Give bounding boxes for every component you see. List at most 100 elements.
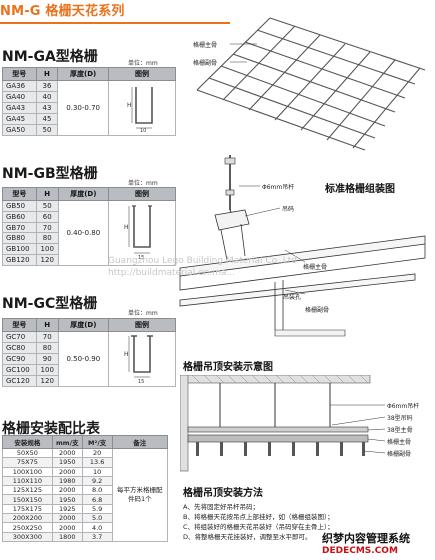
- gb-model: GB50: [2, 200, 37, 212]
- gc-profile-drawing: H 15: [124, 335, 153, 385]
- install-area: 5.9: [81, 503, 113, 515]
- install-area: 20: [81, 447, 113, 459]
- method-step: D、将整格栅天花挂装好，调整至水平即可。: [183, 533, 312, 541]
- install-note: 每平方米格栅配件码1个: [111, 448, 169, 542]
- col-h: H: [35, 187, 59, 201]
- col-figure: 图例: [107, 318, 177, 332]
- gb-profile-drawing: H 15: [124, 205, 152, 261]
- section-label-channel: 38型主骨: [387, 427, 413, 434]
- section-caption: 格栅吊顶安装示意图: [183, 362, 273, 373]
- page-header: NM-G 格栅天花系列: [0, 0, 230, 24]
- col-figure: 图例: [107, 67, 177, 81]
- stamp-line1: 织梦内容管理系统: [322, 532, 410, 545]
- gc-unit: 单位：mm: [128, 310, 158, 317]
- gc-model: GC70: [2, 331, 37, 343]
- col-thickness: 厚度(D): [57, 67, 109, 81]
- gb-title: NM-GB型格栅: [2, 166, 98, 182]
- col-area: M²/支: [81, 435, 113, 449]
- site-stamp: 织梦内容管理系统 DEDECMS.COM: [322, 530, 410, 556]
- method-title: 格栅吊顶安装方法: [183, 488, 263, 499]
- section-label-sub: 格栅副骨: [387, 451, 412, 458]
- ga-unit: 单位：mm: [128, 60, 158, 67]
- gb-model: GB80: [2, 232, 37, 245]
- gb-model: GB120: [2, 254, 37, 266]
- col-thickness: 厚度(D): [57, 187, 109, 201]
- gb-h: 80: [35, 232, 59, 245]
- gb-profile-figure: H 15: [107, 200, 177, 266]
- install-area: 5.0: [81, 513, 113, 524]
- gc-h: 120: [35, 375, 59, 387]
- col-figure: 图例: [107, 187, 177, 201]
- install-length: 2000: [51, 513, 83, 524]
- ga-h: 40: [35, 91, 59, 103]
- install-table-title: 格栅安装配比表: [2, 421, 100, 437]
- install-area: 3.7: [81, 531, 113, 542]
- gb-h: 50: [35, 200, 59, 212]
- ga-thickness: 0.30-0.70: [57, 80, 109, 136]
- gc-title: NM-GC型格栅: [2, 296, 98, 312]
- gc-h: 100: [35, 364, 59, 376]
- install-spec: 150X150: [2, 494, 53, 505]
- gc-h: 80: [35, 342, 59, 354]
- hanger-rod-label: Φ6mm吊杆: [262, 184, 295, 191]
- ga-model: GA50: [2, 124, 37, 136]
- gc-dim-label: 15: [138, 379, 144, 384]
- ga-h: 45: [35, 113, 59, 125]
- install-area: 13.6: [81, 457, 113, 468]
- install-spec: 250X250: [2, 522, 53, 533]
- section-label-clip: 38型吊码: [387, 415, 413, 422]
- ga-spec-table: 型号 H 厚度(D) 图例 GA36 36 0.30-0.70 H 10 GA4…: [2, 67, 177, 136]
- install-length: 1925: [51, 503, 83, 515]
- install-spec: 200X200: [2, 513, 53, 524]
- col-note: 备注: [111, 435, 169, 449]
- hanger-hole-label: 吊装孔: [283, 294, 302, 301]
- install-spec: 175X175: [2, 503, 53, 515]
- col-h: H: [35, 67, 59, 81]
- install-area: 9.2: [81, 475, 113, 487]
- install-table: 安装规格 mm/支 M²/支 备注 50X50 2000 20 每平方米格栅配件…: [2, 435, 169, 542]
- ga-model: GA40: [2, 91, 37, 103]
- svg-text:H: H: [127, 102, 132, 109]
- gc-model: GC100: [2, 364, 37, 376]
- section-fins: [196, 442, 365, 456]
- gc-h: 90: [35, 353, 59, 365]
- gb-h: 70: [35, 221, 59, 234]
- install-spec: 75X75: [2, 457, 53, 468]
- col-model: 型号: [2, 187, 37, 201]
- install-spec: 50X50: [2, 447, 53, 459]
- svg-text:H: H: [124, 351, 129, 358]
- ga-profile-drawing: H 10: [127, 87, 153, 134]
- ga-h: 43: [35, 102, 59, 114]
- section-label-main: 格栅主骨: [387, 439, 412, 446]
- stamp-line2: DEDECMS.COM: [322, 546, 398, 556]
- install-length: 1950: [51, 494, 83, 505]
- grid-sub-label: 格栅副骨: [193, 60, 218, 67]
- install-area: 6.8: [81, 494, 113, 505]
- grid-main-label: 格栅主骨: [193, 42, 218, 49]
- hanger-sub-label: 格栅副骨: [305, 307, 330, 314]
- gb-dim-label: 15: [138, 255, 144, 261]
- watermark: Guangzhou Lego Building Material Co.,Ltd: [108, 256, 297, 266]
- gc-model: GC120: [2, 375, 37, 387]
- section-label-rod: Φ6mm吊杆: [387, 403, 420, 410]
- install-spec: 125X125: [2, 485, 53, 496]
- install-spec: 300X300: [2, 531, 53, 542]
- gb-model: GB100: [2, 243, 37, 256]
- col-model: 型号: [2, 318, 37, 332]
- gb-spec-table: 型号 H 厚度(D) 图例 GB50 50 0.40-0.80 H 15 GB6…: [2, 187, 177, 266]
- method-step: A、先将固定好吊杆吊码；: [183, 503, 259, 511]
- section-drawing: [180, 375, 386, 472]
- install-length: 2000: [51, 485, 83, 496]
- hanger-main-label: 格栅主骨: [303, 264, 328, 271]
- install-length: 1980: [51, 475, 83, 487]
- hanger-detail-drawing: [179, 155, 426, 337]
- gc-thickness: 0.50-0.90: [57, 331, 109, 387]
- install-length: 2000: [51, 466, 83, 477]
- gb-model: GB70: [2, 221, 37, 234]
- gc-model: GC80: [2, 342, 37, 354]
- ga-model: GA45: [2, 113, 37, 125]
- ga-model: GA36: [2, 80, 37, 92]
- gc-spec-table: 型号 H 厚度(D) 图例 GC70 70 0.50-0.90 H 15 GC8…: [2, 318, 177, 387]
- gb-h: 100: [35, 243, 59, 256]
- gc-h: 70: [35, 331, 59, 343]
